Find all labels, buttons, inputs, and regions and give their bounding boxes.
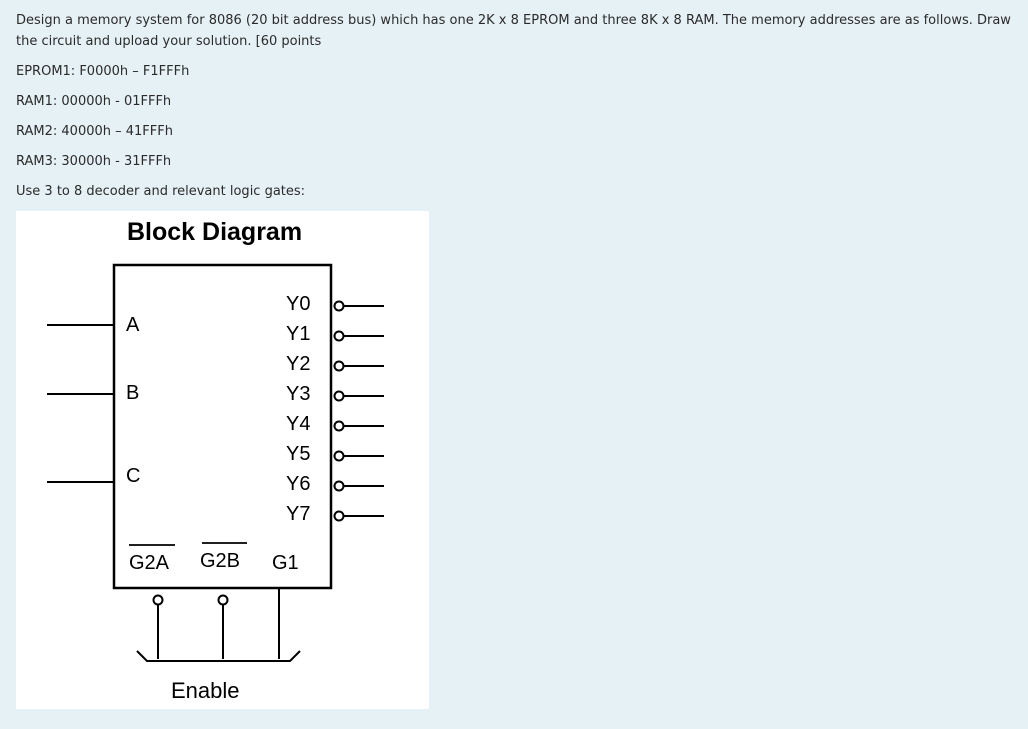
output-label-y3: Y3 (286, 383, 310, 405)
output-label-y1: Y1 (286, 323, 310, 345)
output-label-y0: Y0 (286, 293, 310, 315)
diagram-title: Block Diagram (127, 218, 302, 246)
output-bubble-y0 (333, 300, 345, 312)
enable-group-label: Enable (171, 678, 240, 703)
question-instruction: Use 3 to 8 decoder and relevant logic ga… (16, 184, 306, 199)
address-ram2: RAM2: 40000h – 41FFFh (16, 124, 173, 139)
question-text: Design a memory system for 8086 (20 bit … (16, 10, 1021, 202)
output-pins (333, 300, 384, 522)
enable-pins (136, 588, 301, 662)
enable-label-g2b: G2B (200, 550, 240, 572)
output-label-y6: Y6 (286, 473, 310, 495)
input-label-c: C (126, 465, 140, 487)
output-bubble-y5 (333, 450, 345, 462)
decoder-block-diagram: Block Diagram A B C Y0 Y1 Y2 Y3 Y4 Y5 Y6… (16, 211, 429, 709)
output-label-y7: Y7 (286, 503, 310, 525)
enable-bubble-g2b (217, 594, 229, 606)
decoder-box (112, 263, 333, 590)
enable-bubble-g2a (152, 594, 164, 606)
address-ram3: RAM3: 30000h - 31FFFh (16, 154, 172, 169)
input-label-b: B (126, 382, 139, 404)
output-label-y2: Y2 (286, 353, 310, 375)
output-label-y5: Y5 (286, 443, 310, 465)
output-bubble-y3 (333, 390, 345, 402)
question-intro: Design a memory system for 8086 (20 bit … (16, 13, 1011, 49)
output-bubble-y7 (333, 510, 345, 522)
output-bubble-y2 (333, 360, 345, 372)
enable-label-g2a: G2A (129, 552, 170, 574)
output-label-y4: Y4 (286, 413, 310, 435)
output-bubble-y1 (333, 330, 345, 342)
enable-bracket (136, 650, 301, 662)
enable-label-g1: G1 (272, 552, 299, 574)
output-bubble-y6 (333, 480, 345, 492)
decoder-diagram-svg: Block Diagram A B C Y0 Y1 Y2 Y3 Y4 Y5 Y6… (47, 218, 384, 703)
address-ram1: RAM1: 00000h - 01FFFh (16, 94, 172, 109)
address-eprom1: EPROM1: F0000h – F1FFFh (16, 64, 190, 79)
output-bubble-y4 (333, 420, 345, 432)
input-label-a: A (126, 314, 140, 336)
